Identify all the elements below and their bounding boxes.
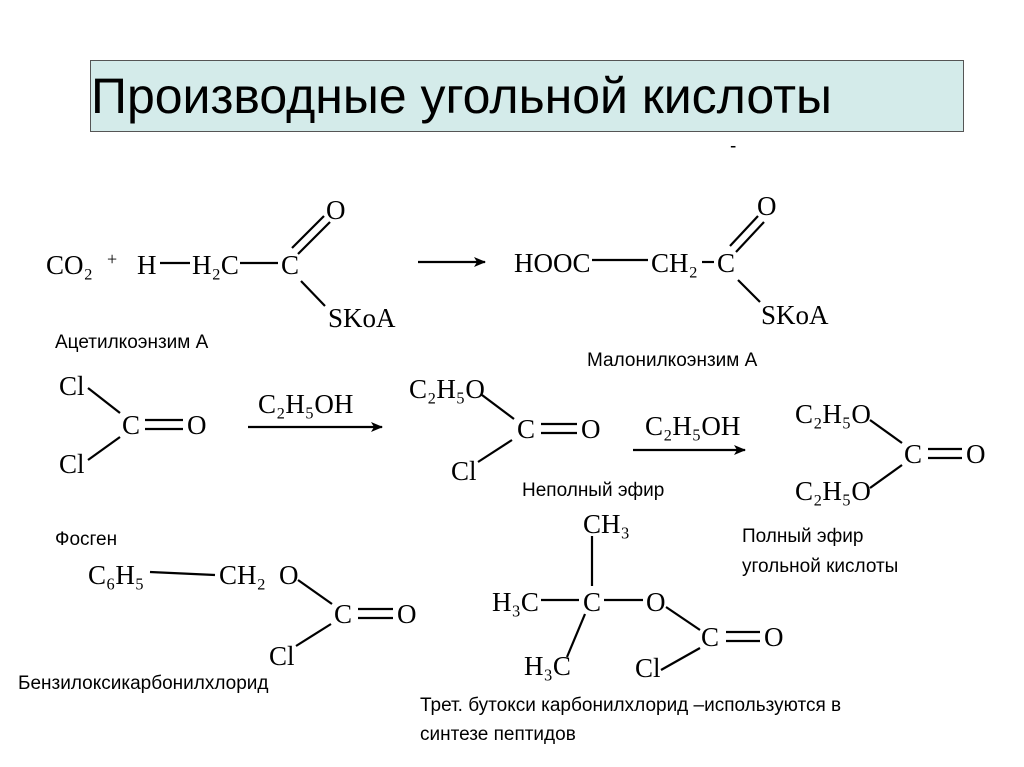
skoa-group: SKoA: [328, 303, 396, 333]
bond-h3c-c: [565, 613, 587, 658]
bond-cl-c: [660, 647, 701, 671]
atom-c: C: [701, 622, 720, 652]
bond-cl-c: [477, 439, 513, 463]
double-bond-c-o: [297, 221, 331, 255]
atom-cl: Cl: [269, 641, 295, 671]
double-bond-c-o: [735, 221, 765, 253]
ch3-group: CH₃: [583, 509, 630, 539]
bond-c6h5-ch2: [149, 570, 216, 577]
atom-o: O: [757, 191, 777, 221]
atom-o: O: [646, 587, 666, 617]
malonyl-coa-label: Малонилкоэнзим А: [587, 350, 758, 371]
atom-c: C: [583, 587, 602, 617]
phosgene-label: Фосген: [55, 529, 118, 550]
atom-o: O: [279, 560, 299, 590]
h2c-group: H₂C: [192, 250, 239, 280]
atom-o: O: [326, 195, 346, 225]
atom-c: C: [904, 439, 923, 469]
plus-sign: +: [107, 249, 118, 269]
atom-cl: Cl: [59, 371, 85, 401]
acetyl-coa-label: Ацетилкоэнзим А: [55, 332, 209, 353]
atom-cl: Cl: [451, 456, 477, 486]
atom-cl: Cl: [635, 653, 661, 683]
bond-o-c: [481, 394, 515, 420]
atom-o: O: [966, 439, 986, 469]
ethoxy-group: C₂H₅O: [795, 399, 871, 429]
bond-c-skoa: [300, 280, 326, 307]
title-box: Производные угольной кислоты: [90, 60, 964, 132]
tbutoxy-label-line1: Трет. бутокси карбонилхлорид –используют…: [420, 695, 842, 716]
h3c-group: H₃C: [524, 651, 571, 681]
atom-o: O: [764, 622, 784, 652]
bond-o-c: [665, 606, 701, 631]
skoa-group: SKoA: [761, 300, 829, 330]
ch2-group: CH₂: [651, 248, 698, 278]
partial-ester-label: Неполный эфир: [522, 480, 665, 501]
atom-c: C: [717, 248, 736, 278]
bond-o-c: [297, 579, 333, 605]
tbutoxy-label-line2: синтезе пептидов: [420, 724, 576, 745]
phenyl-group: C₆H₅: [88, 560, 145, 590]
reagent-ethanol: C₂H₅OH: [258, 389, 354, 419]
bond-cl-c: [87, 436, 121, 461]
ch2-group: CH₂: [219, 560, 266, 590]
ethoxy-group: C₂H₅O: [795, 476, 871, 506]
page-title: Производные угольной кислоты: [91, 68, 832, 124]
bond-cl-c: [87, 387, 121, 414]
double-bond-c-o: [729, 215, 759, 247]
dash-mark: -: [730, 136, 737, 157]
atom-o: O: [581, 414, 601, 444]
bond-o-c: [869, 464, 903, 489]
atom-c: C: [281, 250, 300, 280]
h3c-group: H₃C: [492, 587, 539, 617]
bond-c-skoa: [737, 279, 761, 303]
atom-h: H: [137, 250, 157, 280]
atom-o: O: [397, 599, 417, 629]
reagent-ethanol: C₂H₅OH: [645, 411, 741, 441]
atom-o: O: [187, 410, 207, 440]
atom-c: C: [122, 410, 141, 440]
hooc-group: HOOC: [514, 248, 591, 278]
benzyloxycarbonyl-chloride-label: Бензилоксикарбонилхлорид: [18, 673, 269, 694]
ethoxy-group: C₂H₅O: [409, 374, 485, 404]
atom-c: C: [334, 599, 353, 629]
full-ester-label-line1: Полный эфир: [742, 526, 864, 547]
atom-c: C: [517, 414, 536, 444]
atom-cl: Cl: [59, 449, 85, 479]
double-bond-c-o: [291, 215, 325, 249]
bond-cl-c: [295, 623, 332, 647]
full-ester-label-line2: угольной кислоты: [742, 556, 899, 577]
bond-o-c: [869, 419, 903, 444]
co2-formula: CO₂: [46, 250, 93, 280]
